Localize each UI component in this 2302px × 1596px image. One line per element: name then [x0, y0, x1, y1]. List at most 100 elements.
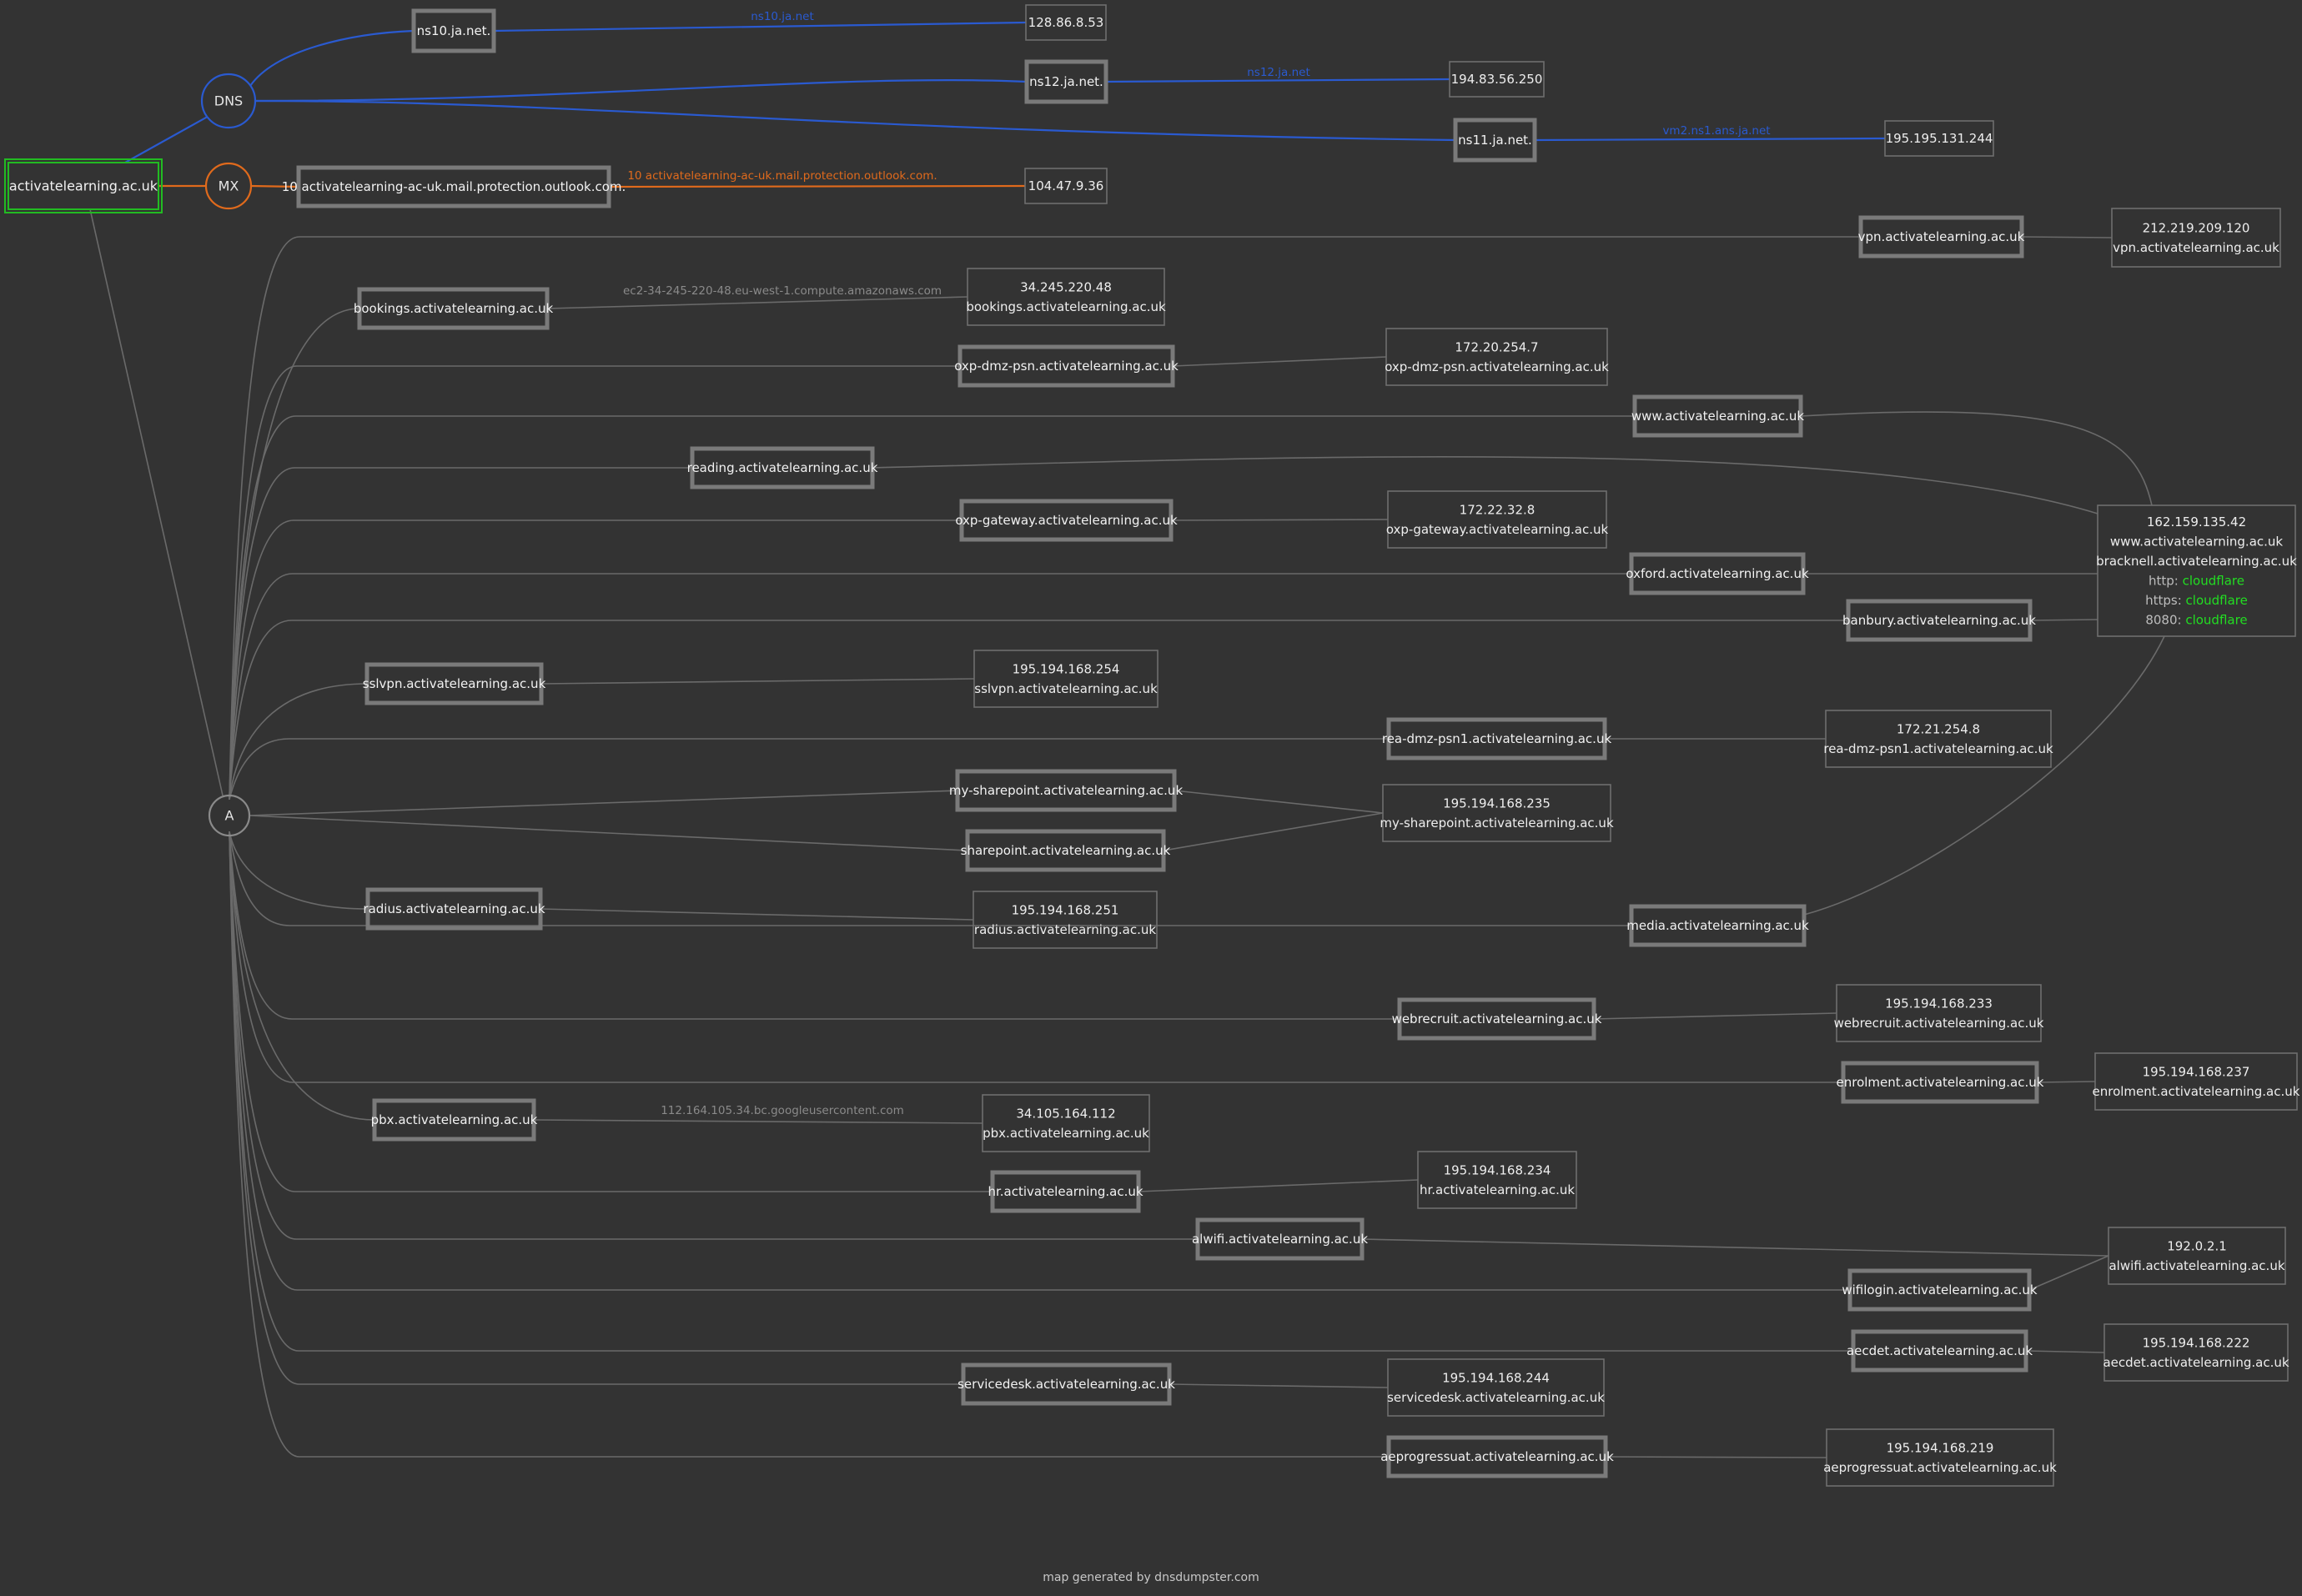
edge-dns-host-ip [493, 21, 1027, 33]
edge-mx-hub-host [250, 184, 299, 188]
a-host-node[interactable]: reading.activatelearning.ac.uk [687, 446, 878, 489]
a-host-node[interactable]: alwifi.activatelearning.ac.uk [1192, 1217, 1368, 1261]
edge-a-host-ip [1800, 411, 2153, 506]
a-host-node[interactable]: pbx.activatelearning.ac.uk [371, 1098, 538, 1142]
edge-dns-hub-host [254, 79, 1028, 103]
resolved-hostname: rea-dmz-psn1.activatelearning.ac.uk [1823, 741, 2053, 756]
ip-address: 195.194.168.237 [2143, 1064, 2250, 1079]
ip-address: 172.21.254.8 [1897, 721, 1980, 736]
a-host-node[interactable]: oxford.activatelearning.ac.uk [1626, 552, 1809, 595]
resolved-hostname: bracknell.activatelearning.ac.uk [2096, 554, 2297, 569]
dns-ip-box: 195.195.131.244 [1884, 120, 1994, 157]
a-host-node[interactable]: my-sharepoint.activatelearning.ac.uk [949, 769, 1184, 812]
resolved-hostname: www.activatelearning.ac.uk [2110, 534, 2284, 549]
a-host-node-label: banbury.activatelearning.ac.uk [1842, 613, 2036, 628]
hub-dns-circle [200, 73, 257, 129]
resolved-hostname: webrecruit.activatelearning.ac.uk [1834, 1016, 2044, 1031]
edge-a-host-ip [533, 1119, 983, 1124]
edge-a-host-ip [540, 678, 975, 685]
a-host-node-label: media.activatelearning.ac.uk [1626, 918, 1809, 933]
ip-address: 212.219.209.120 [2143, 220, 2250, 235]
a-host-node-label: vpn.activatelearning.ac.uk [1858, 229, 2025, 244]
edge-a-host-ip [1170, 519, 1389, 521]
service-port: https: [2145, 593, 2185, 608]
a-host-node[interactable]: sslvpn.activatelearning.ac.uk [363, 662, 546, 705]
hub-mx: MX [204, 162, 253, 210]
a-edge-label: 112.164.105.34.bc.googleusercontent.com [661, 1104, 904, 1117]
ip-address: 104.47.9.36 [1028, 178, 1104, 193]
dns-host-node[interactable]: ns12.ja.net. [1024, 59, 1108, 104]
a-host-node[interactable]: servicedesk.activatelearning.ac.uk [957, 1363, 1175, 1406]
edge-a-host-ip [2028, 1255, 2109, 1291]
edge-a-host-ip [1163, 812, 1384, 851]
a-host-node[interactable]: wifilogin.activatelearning.ac.uk [1842, 1268, 2038, 1312]
edge-a-hub-host [229, 831, 1400, 1020]
dns-host-node[interactable]: ns10.ja.net. [411, 8, 496, 53]
a-host-node[interactable]: bookings.activatelearning.ac.uk [354, 287, 554, 330]
a-host-node[interactable]: vpn.activatelearning.ac.uk [1858, 215, 2025, 258]
service-name: cloudflare [2185, 612, 2247, 627]
ip-address: 195.194.168.219 [1887, 1440, 1994, 1455]
edge-a-hub-host [229, 683, 368, 800]
edge-a-hub-host [229, 620, 1848, 800]
a-ip-box: 162.159.135.42www.activatelearning.ac.uk… [2096, 504, 2297, 637]
a-host-node-label: servicedesk.activatelearning.ac.uk [957, 1377, 1175, 1392]
dns-host-node-label: ns11.ja.net. [1458, 133, 1532, 148]
hub-dns: DNS [200, 73, 257, 129]
a-host-node[interactable]: rea-dmz-psn1.activatelearning.ac.uk [1382, 717, 1612, 760]
dns-host-node[interactable]: ns11.ja.net. [1453, 118, 1537, 163]
hub-mx-circle [204, 162, 253, 210]
mx-host-node[interactable]: 10 activatelearning-ac-uk.mail.protectio… [282, 165, 626, 208]
edge-a-hub-host [229, 831, 1389, 1458]
edge-a-hub-host [229, 415, 1635, 800]
a-host-node[interactable]: media.activatelearning.ac.uk [1626, 904, 1809, 947]
footer-credit: map generated by dnsdumpster.com [1043, 1571, 1259, 1584]
a-host-node[interactable]: webrecruit.activatelearning.ac.uk [1392, 997, 1602, 1041]
service-port: http: [2149, 573, 2183, 588]
a-host-node[interactable]: oxp-gateway.activatelearning.ac.uk [955, 499, 1178, 542]
a-ip-box: 172.20.254.7oxp-dmz-psn.activatelearning… [1385, 328, 1609, 386]
a-host-node[interactable]: www.activatelearning.ac.uk [1631, 394, 1805, 438]
edge-a-hub-host [229, 831, 1850, 1291]
a-host-node-label: my-sharepoint.activatelearning.ac.uk [949, 783, 1184, 798]
edge-a-host-ip [1361, 1238, 2109, 1257]
a-host-node[interactable]: sharepoint.activatelearning.ac.uk [961, 829, 1171, 872]
a-host-node-label: reading.activatelearning.ac.uk [687, 460, 878, 475]
a-host-node[interactable]: oxp-dmz-psn.activatelearning.ac.uk [954, 344, 1179, 388]
a-host-node-label: sslvpn.activatelearning.ac.uk [363, 676, 546, 691]
a-host-node-label: oxp-dmz-psn.activatelearning.ac.uk [954, 359, 1179, 374]
a-host-node-label: wifilogin.activatelearning.ac.uk [1842, 1282, 2038, 1297]
a-host-node-label: aecdet.activatelearning.ac.uk [1847, 1343, 2033, 1358]
edge-dns-host-ip [1105, 78, 1450, 83]
a-host-node-label: rea-dmz-psn1.activatelearning.ac.uk [1382, 731, 1612, 746]
hub-a: A [208, 794, 251, 837]
a-ip-box: 195.194.168.251radius.activatelearning.a… [973, 891, 1158, 949]
a-ip-box: 195.194.168.244servicedesk.activatelearn… [1387, 1358, 1605, 1417]
edge-a-hub-host [229, 236, 1861, 800]
edge-a-hub-host [229, 365, 960, 800]
root-domain-node[interactable]: activatelearning.ac.uk [4, 158, 163, 213]
hub-a-label: A [225, 808, 234, 824]
ip-address: 34.245.220.48 [1020, 279, 1112, 294]
hub-a-circle [208, 794, 251, 837]
edge-a-host-ip [1169, 1383, 1389, 1388]
a-host-node-label: bookings.activatelearning.ac.uk [354, 301, 554, 316]
edge-a-host-ip [2021, 236, 2113, 238]
a-host-node[interactable]: aecdet.activatelearning.ac.uk [1847, 1329, 2033, 1373]
a-host-node[interactable]: radius.activatelearning.ac.uk [363, 887, 545, 931]
service-name: cloudflare [2183, 573, 2244, 588]
resolved-hostname: oxp-gateway.activatelearning.ac.uk [1386, 522, 1609, 537]
a-host-node[interactable]: hr.activatelearning.ac.uk [988, 1170, 1143, 1213]
a-host-node[interactable]: enrolment.activatelearning.ac.uk [1837, 1061, 2044, 1104]
a-ip-box: 172.22.32.8oxp-gateway.activatelearning.… [1386, 490, 1609, 549]
dns-edge-label: ns10.ja.net [751, 10, 814, 23]
ip-address: 195.194.168.234 [1444, 1162, 1551, 1177]
mx-edge-label: 10 activatelearning-ac-uk.mail.protectio… [627, 169, 937, 183]
ip-address: 192.0.2.1 [2167, 1238, 2227, 1253]
ip-address: 128.86.8.53 [1028, 15, 1104, 30]
a-ip-box: 195.194.168.235my-sharepoint.activatelea… [1380, 784, 1614, 842]
a-host-node[interactable]: banbury.activatelearning.ac.uk [1842, 599, 2036, 642]
a-host-node[interactable]: aeprogressuat.activatelearning.ac.uk [1380, 1435, 1614, 1478]
